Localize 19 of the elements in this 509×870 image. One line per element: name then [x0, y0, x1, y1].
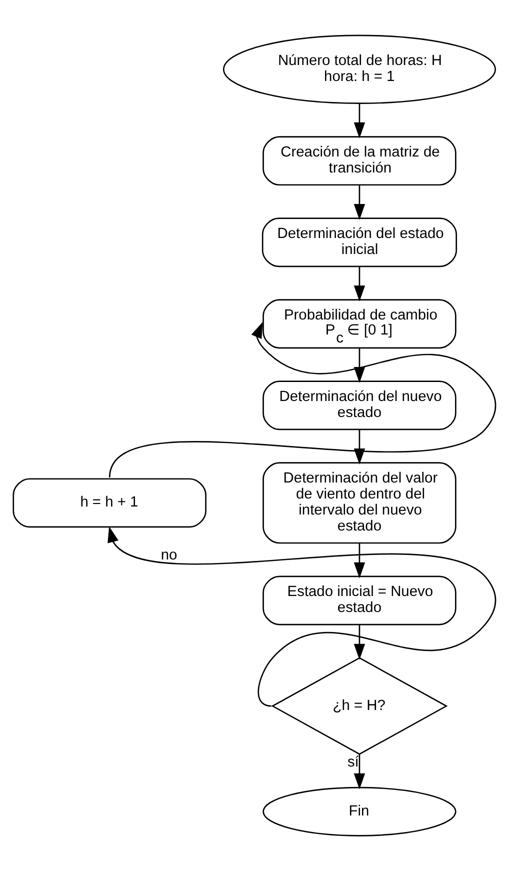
edge-label: sí	[347, 754, 359, 770]
node-box: Determinación del estado inicial	[262, 217, 458, 267]
arrow	[354, 103, 366, 138]
arrow	[354, 754, 366, 789]
node-ellipse: Fin	[262, 786, 456, 836]
arrow	[108, 322, 496, 478]
node-box: Estado inicial = Nuevo estado	[262, 575, 456, 625]
arrow	[108, 526, 496, 706]
arrow	[354, 184, 366, 220]
arrow	[354, 542, 366, 578]
edge-label: no	[160, 547, 178, 564]
node-box: Creación de la matriz de transición	[262, 136, 456, 186]
arrow	[354, 266, 366, 302]
arrow	[354, 624, 366, 660]
node-box: h = h + 1	[12, 478, 206, 528]
node-box: Determinación del nuevo estado	[262, 380, 456, 430]
node-ellipse: Número total de horas: H hora: h = 1	[222, 34, 496, 104]
node-diamond: ¿h = H?	[271, 656, 448, 754]
node-box: Determinación del valor de viento dentro del intervalo del nuevo estado	[262, 462, 456, 544]
